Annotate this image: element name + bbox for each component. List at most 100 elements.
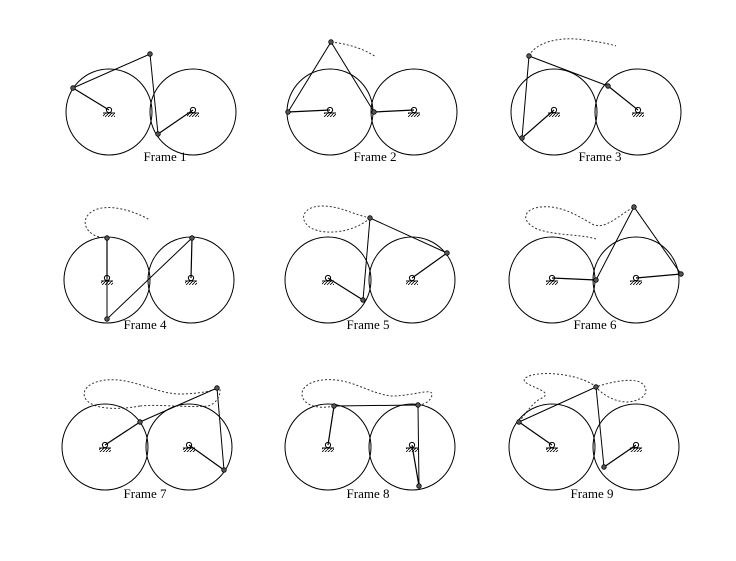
coupler-trace <box>518 373 647 423</box>
coupler-point <box>104 316 110 322</box>
frame-5: Frame 5 <box>284 205 456 332</box>
frame-caption: Frame 1 <box>144 149 187 164</box>
left-wheel-circle <box>61 403 149 491</box>
frame-8: Frame 8 <box>284 379 456 501</box>
coupler-point <box>415 402 421 408</box>
right-wheel-circle <box>368 403 456 491</box>
ground-hatch <box>322 281 334 285</box>
joint-right <box>601 464 607 470</box>
left-crank <box>518 421 553 446</box>
joint-right <box>189 235 195 241</box>
joint-left <box>70 85 76 91</box>
left-crank <box>521 109 555 139</box>
joint-right <box>221 467 227 473</box>
coupler-link <box>106 237 193 321</box>
joint-left <box>137 419 143 425</box>
right-crank <box>373 109 415 113</box>
frame-caption: Frame 2 <box>354 149 397 164</box>
ground-hatch <box>99 448 111 452</box>
left-wheel-circle <box>508 403 596 491</box>
coupler-point <box>526 53 532 59</box>
coupler-trace <box>525 206 635 240</box>
joint-left <box>516 419 522 425</box>
right-wheel-circle <box>145 403 233 491</box>
frame-9: Frame 9 <box>508 373 680 501</box>
coupler-link <box>362 217 448 301</box>
coupler-trace <box>301 379 433 408</box>
joint-right <box>416 483 422 489</box>
coupler-link <box>139 387 225 471</box>
right-crank <box>411 252 448 279</box>
right-crank <box>190 237 193 279</box>
coupler-link <box>333 404 420 487</box>
coupler-point <box>631 204 637 210</box>
joint-left <box>331 403 337 409</box>
frame-caption: Frame 5 <box>347 317 390 332</box>
left-wheel-circle <box>284 403 372 491</box>
right-wheel-circle <box>370 68 458 156</box>
frame-caption: Frame 8 <box>347 486 390 501</box>
right-crank <box>603 444 637 468</box>
coupler-link <box>518 386 605 468</box>
joint-left <box>104 235 110 241</box>
coupler-trace <box>84 207 151 239</box>
left-wheel-circle <box>510 68 598 156</box>
ground-hatch <box>548 113 560 117</box>
right-wheel-circle <box>594 68 682 156</box>
frame-2: Frame 2 <box>285 39 458 164</box>
right-crank <box>188 444 225 471</box>
left-crank <box>104 421 141 446</box>
right-wheel-circle <box>592 403 680 491</box>
coupler-link <box>287 41 375 113</box>
ground-hatch <box>322 448 334 452</box>
frame-caption: Frame 7 <box>124 486 167 501</box>
ground-hatch <box>187 113 199 117</box>
ground-hatch <box>408 113 420 117</box>
coupler-trace <box>303 205 371 233</box>
coupler-trace <box>330 41 377 58</box>
frame-caption: Frame 3 <box>579 149 622 164</box>
right-crank <box>157 109 194 135</box>
joint-left <box>360 297 366 303</box>
ground-hatch <box>630 281 642 285</box>
left-wheel-circle <box>284 236 372 324</box>
left-crank <box>551 277 597 281</box>
coupler-point <box>367 215 373 221</box>
joint-right <box>371 109 377 115</box>
coupler-link <box>72 53 159 135</box>
coupler-link <box>595 206 682 281</box>
ground-hatch <box>406 281 418 285</box>
coupler-point <box>214 385 220 391</box>
ground-hatch <box>546 281 558 285</box>
joint-left <box>593 277 599 283</box>
ground-hatch <box>406 448 418 452</box>
ground-hatch <box>183 448 195 452</box>
ground-hatch <box>324 113 336 117</box>
frame-caption: Frame 4 <box>124 317 167 332</box>
right-wheel-circle <box>149 68 237 156</box>
joint-right <box>605 83 611 89</box>
left-crank <box>72 87 110 111</box>
coupler-point <box>147 51 153 57</box>
ground-hatch <box>632 113 644 117</box>
joint-right <box>155 131 161 137</box>
coupler-point <box>593 384 599 390</box>
joint-left <box>519 135 525 141</box>
joint-right <box>444 250 450 256</box>
ground-hatch <box>185 281 197 285</box>
frame-3: Frame 3 <box>510 38 682 164</box>
left-crank <box>287 109 331 113</box>
joint-left <box>285 109 291 115</box>
ground-hatch <box>103 113 115 117</box>
frame-6: Frame 6 <box>508 204 684 332</box>
frame-caption: Frame 9 <box>571 486 614 501</box>
left-crank <box>327 277 364 301</box>
coupler-trace <box>83 379 221 409</box>
coupler-trace <box>528 38 617 57</box>
frame-caption: Frame 6 <box>574 317 617 332</box>
ground-hatch <box>546 448 558 452</box>
joint-right <box>678 271 684 277</box>
right-crank <box>635 273 682 279</box>
right-crank <box>411 444 420 487</box>
